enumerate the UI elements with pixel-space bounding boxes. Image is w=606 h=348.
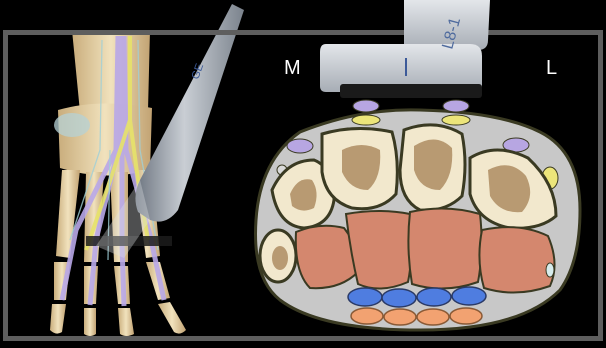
lateral-label: L [546,58,557,78]
wrist-cross-section [256,100,581,330]
tendon-oval-lavender [443,100,469,112]
medial-label: M [284,58,301,78]
tendon-oval-lavender [353,100,379,112]
nerve-oval-yellow [352,115,380,125]
transducer-face [340,84,482,98]
vessel-dot [546,263,554,277]
nerve-oval-yellow [442,115,470,125]
tendon-oval-lavender [287,139,313,153]
wrist-ligament [54,113,90,137]
